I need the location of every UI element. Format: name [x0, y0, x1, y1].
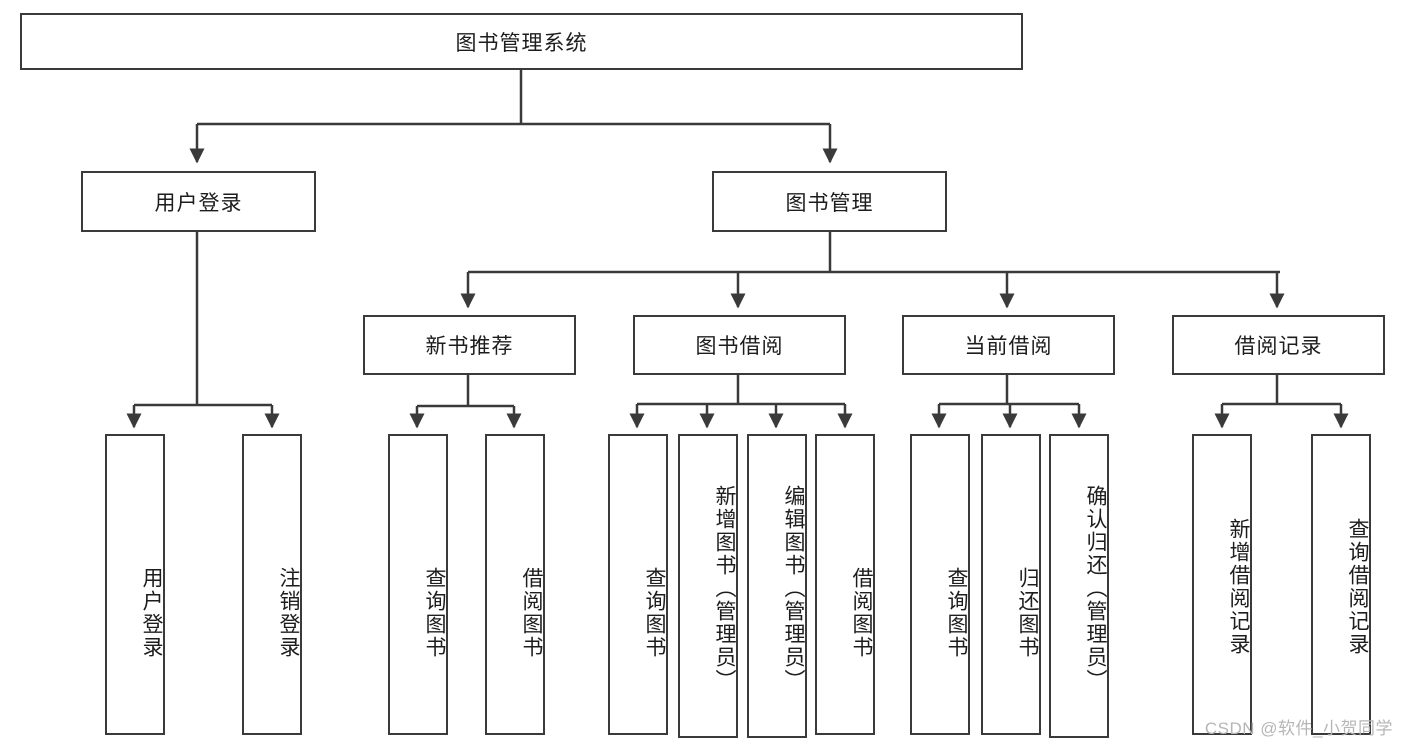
node-label: 图书管理 — [785, 191, 874, 215]
node-label: 借阅记录 — [1234, 335, 1323, 358]
node-leaf[interactable]: 新增借阅记录 — [1192, 434, 1252, 735]
watermark: CSDN @软件_小贺同学 — [1204, 719, 1393, 738]
node-leaf[interactable]: 查询借阅记录 — [1311, 434, 1371, 735]
node-label: 归还图书 — [1016, 566, 1039, 659]
node-new-book-recommend[interactable]: 新书推荐 — [363, 315, 576, 375]
node-leaf[interactable]: 确认归还（管理员） — [1049, 434, 1109, 738]
node-leaf[interactable]: 借阅图书 — [815, 434, 875, 735]
node-label: 查询图书 — [643, 566, 666, 659]
node-leaf[interactable]: 新增图书（管理员） — [678, 434, 738, 738]
node-label: 图书借阅 — [695, 335, 784, 358]
node-label: 编辑图书（管理员） — [782, 484, 805, 692]
node-current-borrow[interactable]: 当前借阅 — [902, 315, 1115, 375]
node-book-borrow[interactable]: 图书借阅 — [633, 315, 846, 375]
node-label: 借阅图书 — [520, 566, 543, 659]
node-leaf[interactable]: 归还图书 — [981, 434, 1041, 735]
node-label: 借阅图书 — [850, 566, 873, 659]
node-borrow-record[interactable]: 借阅记录 — [1172, 315, 1385, 375]
node-leaf[interactable]: 查询图书 — [910, 434, 970, 735]
node-leaf[interactable]: 查询图书 — [608, 434, 668, 735]
node-leaf[interactable]: 用户登录 — [105, 434, 165, 735]
node-label: 查询图书 — [423, 566, 446, 659]
node-label: 当前借阅 — [964, 335, 1053, 358]
node-book-management[interactable]: 图书管理 — [712, 171, 947, 232]
node-label: 查询借阅记录 — [1346, 517, 1369, 656]
node-label: 用户登录 — [154, 191, 243, 215]
node-root-system[interactable]: 图书管理系统 — [20, 13, 1023, 70]
node-user-login[interactable]: 用户登录 — [81, 171, 316, 232]
node-label: 注销登录 — [277, 566, 300, 659]
node-label: 新增借阅记录 — [1227, 517, 1250, 656]
node-label: 新书推荐 — [425, 335, 514, 358]
node-label: 查询图书 — [945, 566, 968, 659]
node-leaf[interactable]: 注销登录 — [242, 434, 302, 735]
node-leaf[interactable]: 借阅图书 — [485, 434, 545, 735]
node-label: 新增图书（管理员） — [713, 484, 736, 692]
node-label: 确认归还（管理员） — [1084, 484, 1107, 692]
node-leaf[interactable]: 编辑图书（管理员） — [747, 434, 807, 738]
node-root-label: 图书管理系统 — [455, 31, 588, 55]
node-label: 用户登录 — [140, 566, 163, 659]
node-leaf[interactable]: 查询图书 — [388, 434, 448, 735]
